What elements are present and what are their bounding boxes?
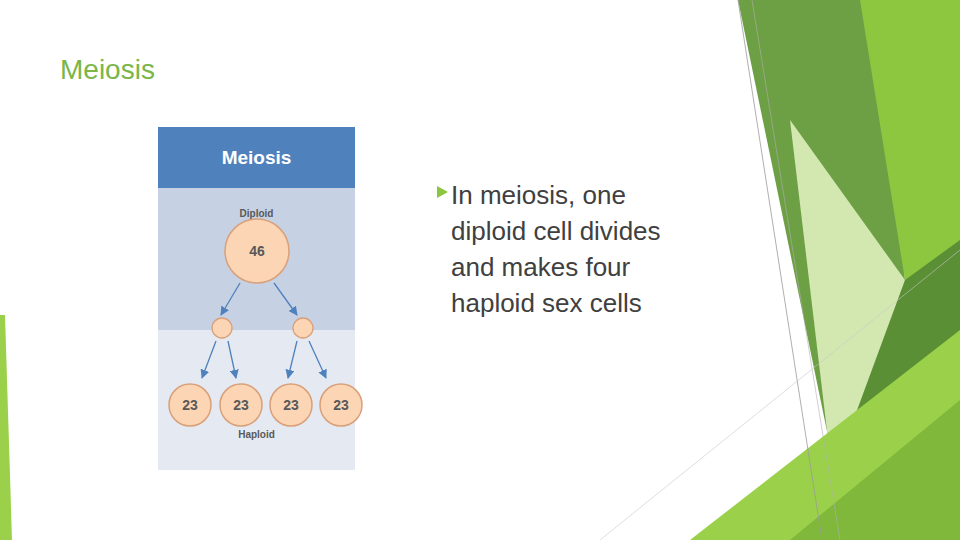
diploid-band-fill (158, 188, 355, 330)
decor-line (738, 0, 822, 540)
chromosome-count: 46 (224, 243, 290, 259)
division-arrow (274, 283, 297, 315)
haploid-cell: 23 (168, 383, 212, 427)
bullet-arrow (437, 186, 448, 198)
intermediate-cell (212, 318, 232, 338)
decor-line (752, 0, 840, 540)
cell-circle (220, 384, 262, 426)
cell-circle (169, 384, 211, 426)
chromosome-count: 23 (168, 397, 212, 413)
cell-circle (270, 384, 312, 426)
diploid-cell: 46 (224, 218, 290, 284)
chromosome-count: 23 (219, 397, 263, 413)
diploid-band: 46 Diploid (158, 188, 355, 330)
cell-circle (320, 384, 362, 426)
decor-line (600, 250, 960, 540)
division-arrow (309, 341, 326, 378)
division-arrow (202, 341, 216, 378)
chromosome-count: 23 (319, 397, 363, 413)
band-label: Diploid (158, 208, 355, 219)
haploid-cell: 23 (219, 383, 263, 427)
decor-shape (0, 315, 12, 540)
cell-circle (225, 219, 289, 283)
haploid-cell: 23 (269, 383, 313, 427)
haploid-band: 23232323Haploid (158, 330, 355, 470)
bullet-text: In meiosis, one diploid cell divides and… (451, 177, 699, 321)
panel-heading: Meiosis (222, 147, 292, 169)
decor-shape (790, 400, 960, 540)
slide-title: Meiosis (60, 54, 155, 86)
division-arrow (221, 283, 240, 315)
band-label: Haploid (158, 429, 355, 440)
header-band: Meiosis (158, 127, 355, 188)
intermediate-cell (293, 318, 313, 338)
division-arrow (288, 341, 297, 378)
chromosome-count: 23 (269, 397, 313, 413)
division-arrow (228, 341, 236, 378)
haploid-cell: 23 (319, 383, 363, 427)
